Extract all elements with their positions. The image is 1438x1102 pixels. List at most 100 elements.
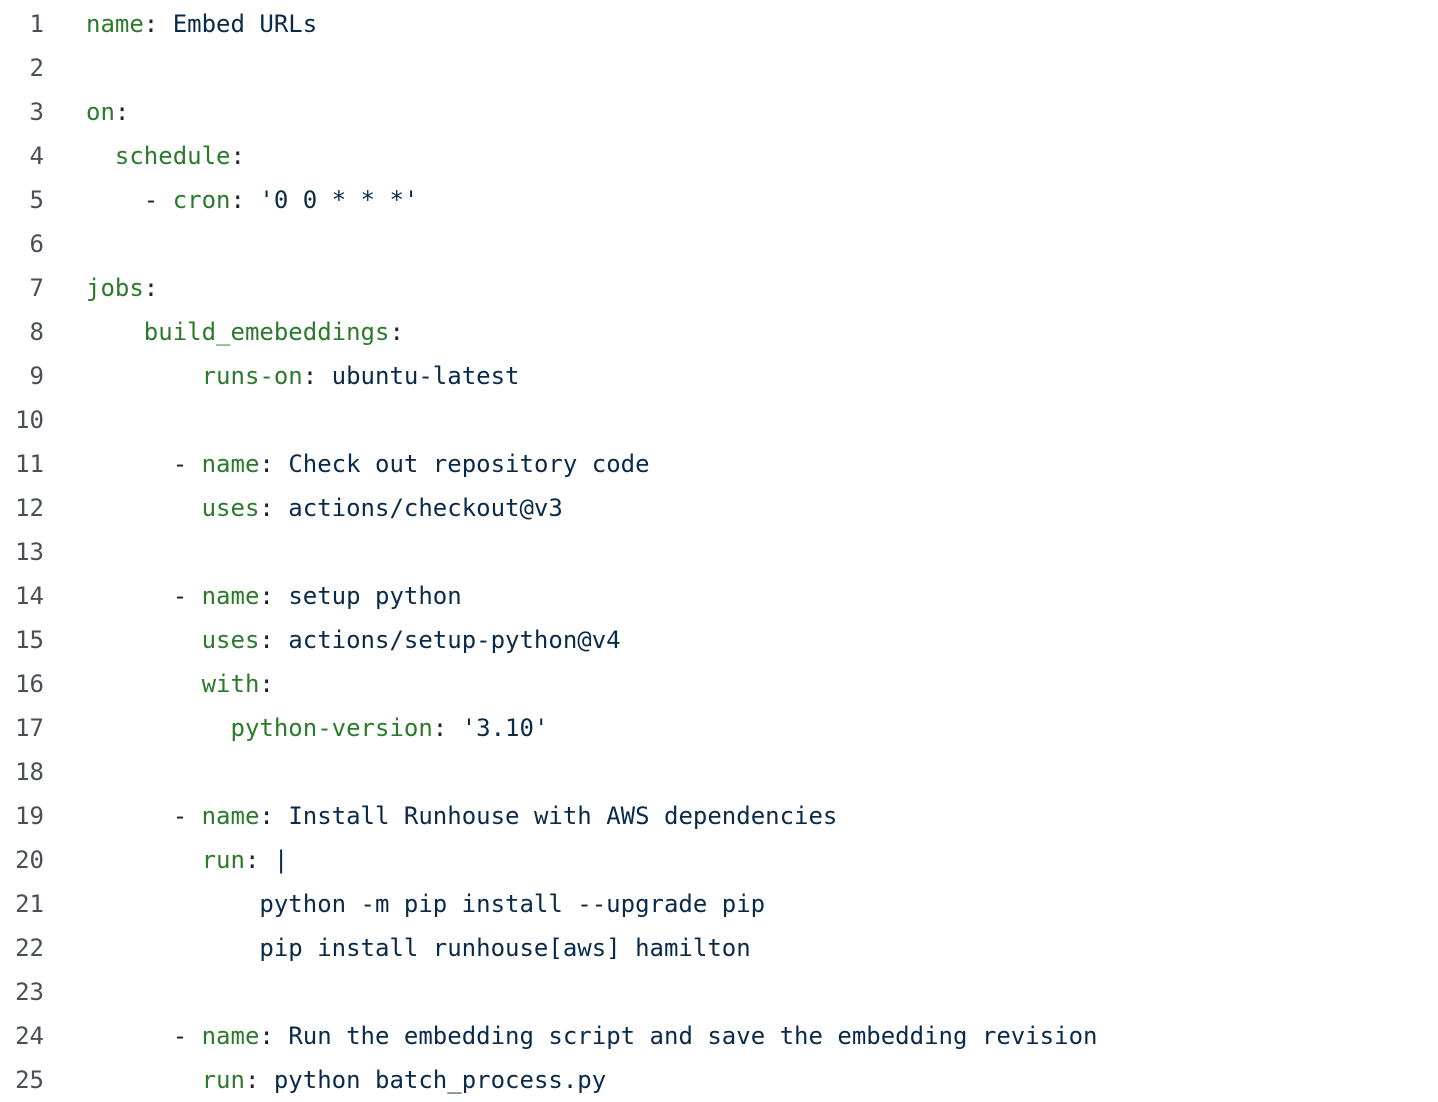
code-line[interactable]: 24 - name: Run the embedding script and … [0,1014,1438,1058]
line-content[interactable]: uses: actions/setup-python@v4 [86,626,621,654]
line-content[interactable]: - name: Install Runhouse with AWS depend… [86,802,838,830]
line-number[interactable]: 18 [15,758,44,786]
line-content[interactable]: uses: actions/checkout@v3 [86,494,563,522]
line-content[interactable]: - cron: '0 0 * * *' [86,186,419,214]
line-number[interactable]: 4 [29,142,44,170]
line-number[interactable]: 25 [15,1066,44,1094]
line-number[interactable]: 15 [15,626,44,654]
line-content[interactable]: run: python batch_process.py [86,1066,607,1094]
yaml-key: name [201,802,260,830]
yaml-value: '0 0 * * *' [259,186,419,214]
yaml-separator: : [432,714,462,742]
line-number[interactable]: 5 [29,186,44,214]
list-dash: - [172,1022,202,1050]
line-number[interactable]: 10 [15,406,44,434]
line-indent [86,582,173,610]
line-indent [86,934,259,962]
code-line[interactable]: 6 [0,222,1438,266]
code-line[interactable]: 20 run: | [0,838,1438,882]
yaml-key: python-version [230,714,433,742]
line-number[interactable]: 11 [15,450,44,478]
line-indent [86,1022,173,1050]
code-line[interactable]: 15 uses: actions/setup-python@v4 [0,618,1438,662]
code-line[interactable]: 16 with: [0,662,1438,706]
line-number[interactable]: 9 [29,362,44,390]
code-line[interactable]: 4 schedule: [0,134,1438,178]
line-indent [86,714,231,742]
yaml-key: name [86,10,144,38]
yaml-value: python -m pip install --upgrade pip [259,890,766,918]
line-number[interactable]: 16 [15,670,44,698]
line-number[interactable]: 12 [15,494,44,522]
line-number[interactable]: 3 [29,98,44,126]
line-content[interactable]: - name: setup python [86,582,462,610]
code-line[interactable]: 8 build_emebeddings: [0,310,1438,354]
yaml-separator: : [389,318,404,346]
line-number[interactable]: 1 [29,10,44,38]
code-line[interactable]: 14 - name: setup python [0,574,1438,618]
yaml-separator: : [259,1022,289,1050]
code-line[interactable]: 23 [0,970,1438,1014]
line-number[interactable]: 24 [15,1022,44,1050]
line-content[interactable]: on: [86,98,129,126]
list-dash: - [172,802,202,830]
code-line[interactable]: 25 run: python batch_process.py [0,1058,1438,1102]
line-number[interactable]: 23 [15,978,44,1006]
line-number[interactable]: 22 [15,934,44,962]
line-content[interactable]: run: | [86,846,289,874]
code-line[interactable]: 7 jobs: [0,266,1438,310]
line-content[interactable]: jobs: [86,274,158,302]
code-line[interactable]: 10 [0,398,1438,442]
line-content[interactable]: - name: Run the embedding script and sav… [86,1022,1098,1050]
line-number[interactable]: 19 [15,802,44,830]
line-number[interactable]: 14 [15,582,44,610]
code-line[interactable]: 22 pip install runhouse[aws] hamilton [0,926,1438,970]
line-number[interactable]: 17 [15,714,44,742]
code-line[interactable]: 13 [0,530,1438,574]
line-content[interactable]: pip install runhouse[aws] hamilton [86,934,750,962]
yaml-separator: : [259,582,289,610]
line-content[interactable]: name: Embed URLs [86,10,317,38]
yaml-separator: : [302,362,332,390]
code-line[interactable]: 11 - name: Check out repository code [0,442,1438,486]
line-indent [86,802,173,830]
yaml-value: ubuntu-latest [331,362,520,390]
code-line[interactable]: 19 - name: Install Runhouse with AWS dep… [0,794,1438,838]
code-line[interactable]: 18 [0,750,1438,794]
line-indent [86,494,202,522]
line-indent [86,362,202,390]
line-number[interactable]: 2 [29,54,44,82]
yaml-key: uses [201,494,260,522]
line-number[interactable]: 21 [15,890,44,918]
line-number[interactable]: 20 [15,846,44,874]
code-line[interactable]: 3 on: [0,90,1438,134]
line-content[interactable]: build_emebeddings: [86,318,404,346]
yaml-value: actions/checkout@v3 [288,494,563,522]
code-line[interactable]: 5 - cron: '0 0 * * *' [0,178,1438,222]
line-content[interactable]: python-version: '3.10' [86,714,549,742]
line-content[interactable]: python -m pip install --upgrade pip [86,890,765,918]
yaml-key: with [201,670,260,698]
line-number[interactable]: 6 [29,230,44,258]
yaml-separator: : [230,186,260,214]
line-indent [86,846,202,874]
line-number[interactable]: 13 [15,538,44,566]
line-indent [86,626,202,654]
code-line[interactable]: 17 python-version: '3.10' [0,706,1438,750]
code-line[interactable]: 1 name: Embed URLs [0,2,1438,46]
code-line[interactable]: 9 runs-on: ubuntu-latest [0,354,1438,398]
yaml-separator: : [143,10,173,38]
line-number[interactable]: 7 [29,274,44,302]
code-line[interactable]: 2 [0,46,1438,90]
yaml-value: Install Runhouse with AWS dependencies [288,802,838,830]
code-line[interactable]: 21 python -m pip install --upgrade pip [0,882,1438,926]
line-content[interactable]: - name: Check out repository code [86,450,650,478]
code-line[interactable]: 12 uses: actions/checkout@v3 [0,486,1438,530]
line-content[interactable]: runs-on: ubuntu-latest [86,362,520,390]
line-content[interactable]: with: [86,670,274,698]
yaml-separator: : [259,802,289,830]
line-number[interactable]: 8 [29,318,44,346]
line-content[interactable]: schedule: [86,142,245,170]
